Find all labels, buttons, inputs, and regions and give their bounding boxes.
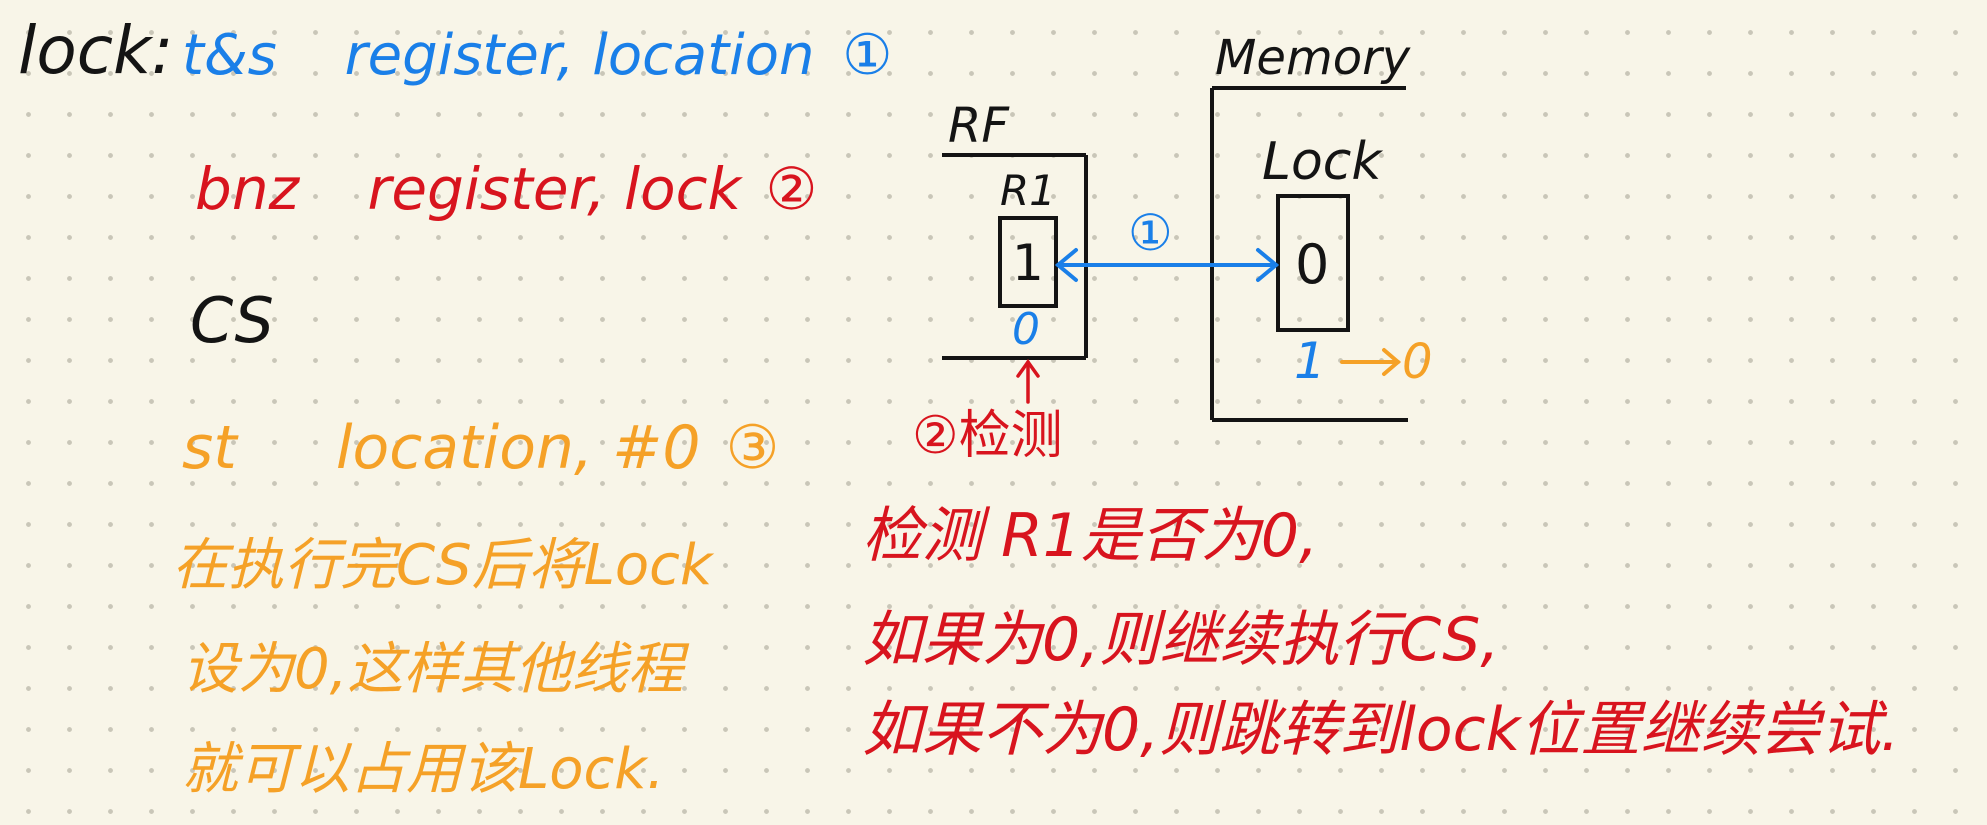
- lock-new-value: 0: [1402, 334, 1433, 390]
- check-label: ②检测: [912, 406, 1063, 466]
- r1-label: R1: [1000, 166, 1056, 215]
- memory-box: [1210, 86, 1408, 422]
- code-line-2: bnz register, lock ②: [195, 160, 817, 218]
- step-1-mark: ①: [842, 23, 893, 88]
- lock-label: lock:: [18, 12, 174, 89]
- lock-cell-label: Lock: [1262, 132, 1382, 192]
- r1-register-cell: [998, 216, 1058, 308]
- st-args: location, #0: [335, 413, 701, 483]
- rf-title: RF: [948, 98, 1009, 154]
- memory-title: Memory: [1215, 30, 1411, 86]
- lock-memory-cell: [1276, 194, 1350, 332]
- store-note-line-3: 就可以占用该Lock.: [182, 737, 665, 802]
- cs-line: CS: [190, 284, 274, 357]
- tas-args: register, location: [344, 23, 815, 88]
- r1-new-value: 0: [1012, 304, 1040, 355]
- code-line-1: t&s register, location ①: [182, 28, 893, 84]
- st-op: st: [182, 413, 237, 483]
- r1-value: 1: [1012, 234, 1044, 292]
- store-note-line-1: 在执行完CS后将Lock: [172, 533, 713, 598]
- lock-cell-value: 0: [1295, 233, 1330, 296]
- lock-change-arrow: [1340, 348, 1402, 376]
- check-note-line-1: 检测 R1是否为0,: [862, 501, 1319, 571]
- tas-op: t&s: [182, 23, 277, 88]
- check-up-arrow: [1016, 358, 1040, 404]
- store-note-line-2: 设为0,这样其他线程: [182, 637, 684, 702]
- step-3-mark: ③: [725, 413, 780, 483]
- register-file-box: [942, 153, 1088, 360]
- bnz-args: register, lock: [367, 155, 742, 223]
- step-2-mark: ②: [765, 155, 818, 223]
- lock-old-value: 1: [1294, 332, 1326, 390]
- code-line-4: st location, #0 ③: [182, 418, 779, 478]
- arrow-step-1-mark: ①: [1128, 204, 1173, 262]
- check-note-line-2: 如果为0,则继续执行CS,: [862, 605, 1500, 675]
- tas-double-arrow: [1054, 248, 1280, 282]
- check-note-line-3: 如果不为0,则跳转到lock位置继续尝试.: [862, 695, 1900, 765]
- bnz-op: bnz: [195, 155, 300, 223]
